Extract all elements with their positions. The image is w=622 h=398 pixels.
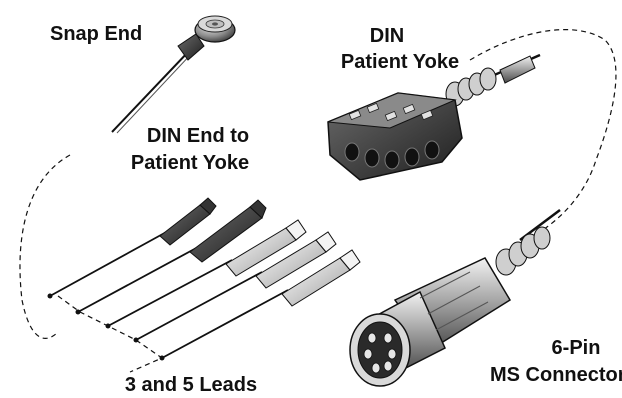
dashed-cable-outline [20, 30, 616, 372]
label-snap-end: Snap End [50, 22, 142, 46]
label-din-patient-yoke: Patient Yoke [330, 50, 470, 74]
label-ms-connector: MS Connector [490, 363, 620, 387]
label-din: DIN [352, 24, 422, 48]
lead-wires [48, 198, 361, 361]
label-din-end-to: DIN End to [118, 124, 278, 148]
label-six-pin: 6-Pin [536, 336, 616, 360]
lead-wire-icon [78, 200, 266, 312]
lead-wire-icon [162, 250, 360, 358]
label-patient-yoke: Patient Yoke [110, 151, 270, 175]
ms-connector-icon [350, 210, 560, 386]
label-leads: 3 and 5 Leads [96, 373, 286, 397]
